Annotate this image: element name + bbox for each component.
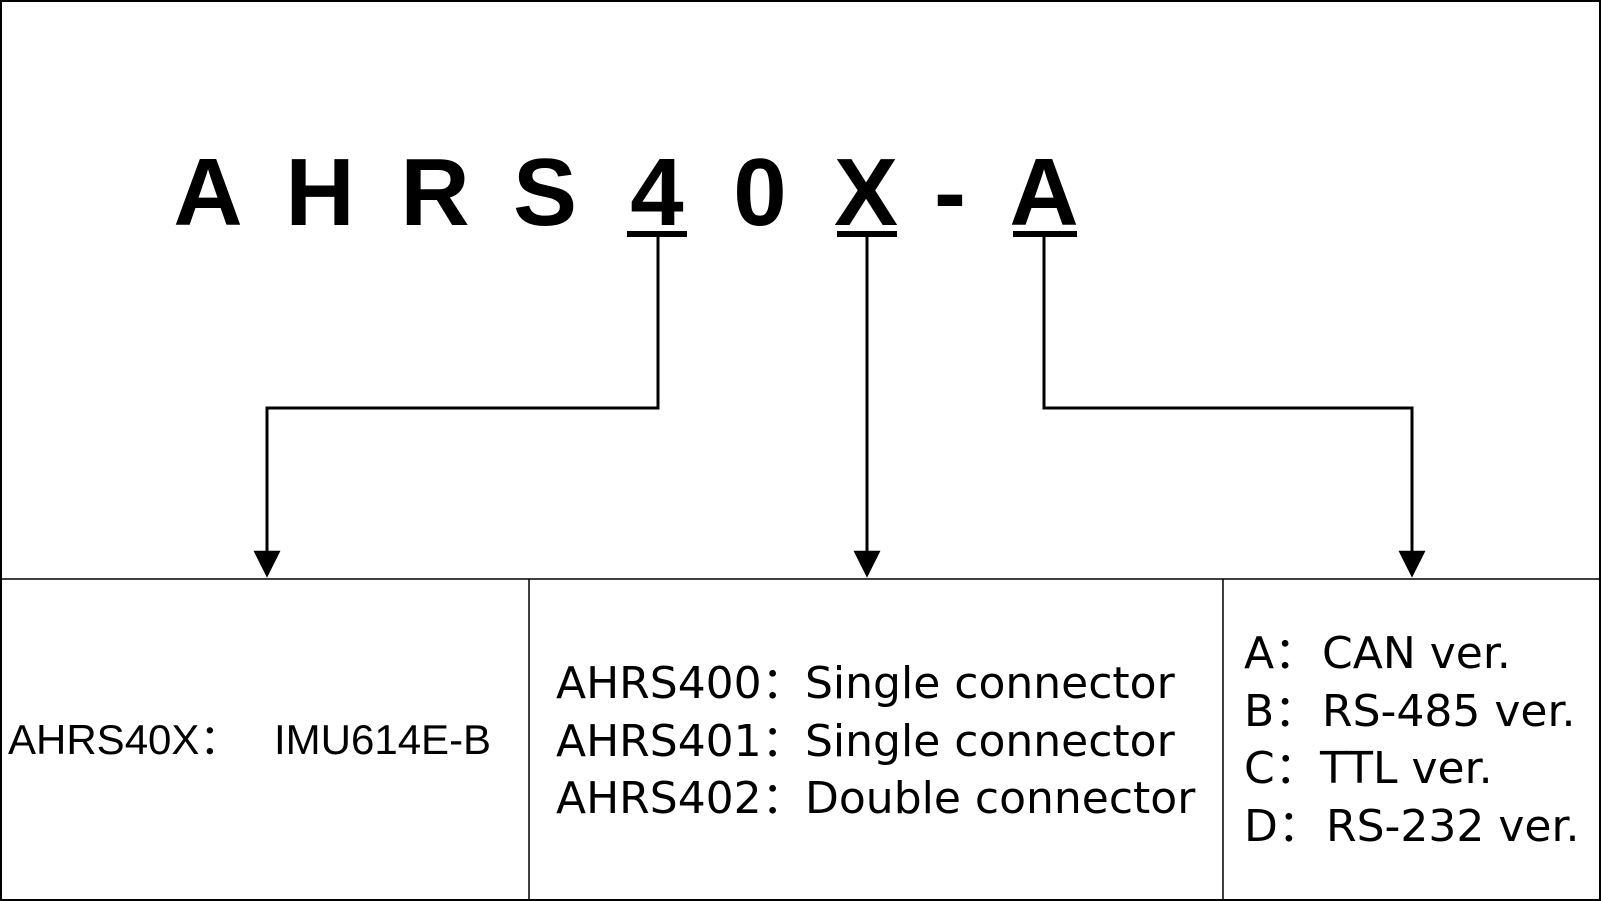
code-char-6: 0 (733, 139, 786, 246)
code-char-4: S (513, 139, 577, 246)
connector-desc-1: Single connector (805, 658, 1176, 709)
connector-desc-2: Single connector (805, 716, 1176, 767)
interface-code-4: D： (1244, 801, 1322, 852)
connector-code-1: AHRS400： (556, 658, 806, 709)
code-char-3: R (400, 139, 469, 246)
arrow-interface (1042, 237, 1426, 578)
interface-code-1: A： (1244, 628, 1318, 679)
code-char-2: H (285, 139, 354, 246)
interface-desc-1: CAN ver. (1322, 628, 1511, 679)
code-char-1: A (173, 139, 242, 246)
connector-desc-3: Double connector (805, 773, 1196, 824)
connector-box: AHRS400： Single connector AHRS401： Singl… (556, 658, 1196, 824)
model-box: AHRS40X： IMU614E-B (8, 716, 491, 763)
interface-desc-2: RS-485 ver. (1322, 686, 1576, 737)
description-table (1, 578, 1600, 900)
model-code: A H R S 4 0 X - A (173, 139, 1078, 246)
code-char-9-interface: A (1009, 139, 1078, 246)
interface-code-2: B： (1244, 686, 1318, 737)
code-char-8-dash: - (934, 139, 966, 246)
model-label: AHRS40X： (8, 716, 241, 763)
code-char-7-connector: X (834, 139, 898, 246)
connector-code-2: AHRS401： (556, 716, 806, 767)
interface-box: A： CAN ver. B： RS-485 ver. C： TTL ver. D… (1244, 628, 1580, 852)
connector-arrows (253, 237, 1426, 578)
code-char-5-version: 4 (630, 139, 683, 246)
arrow-version (253, 237, 660, 578)
connector-code-3: AHRS402： (556, 773, 806, 824)
model-value: IMU614E-B (274, 716, 491, 763)
interface-desc-4: RS-232 ver. (1326, 801, 1580, 852)
interface-code-3: C： (1244, 743, 1319, 794)
interface-desc-3: TTL ver. (1319, 743, 1493, 794)
